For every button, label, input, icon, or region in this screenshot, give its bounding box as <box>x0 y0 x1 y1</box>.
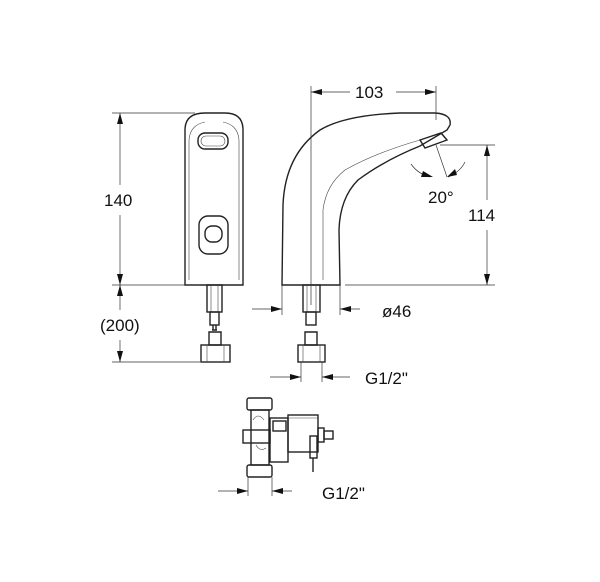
arrowhead <box>322 374 333 380</box>
supply-length-label: (200) <box>100 316 140 335</box>
valve-view <box>242 397 334 478</box>
solenoid-block-detail <box>272 420 287 432</box>
valve-bottom-nut <box>246 464 273 478</box>
reach-dimension-label: 103 <box>355 83 383 102</box>
valve-body <box>250 409 270 466</box>
faucet-side-body <box>281 112 451 286</box>
angle-reference-line <box>435 144 448 178</box>
front-dimensions: 140 (200) <box>100 112 200 363</box>
supply-pipe-narrow <box>209 311 220 326</box>
arrowhead <box>340 306 351 312</box>
arrowhead <box>117 274 123 285</box>
sensor-window <box>198 215 229 255</box>
height-dimension-label: 140 <box>104 191 132 210</box>
arrowhead <box>271 306 282 312</box>
side-body-contour <box>322 139 421 280</box>
side-supply-pipe-narrow <box>305 311 317 326</box>
arrowhead <box>117 285 123 296</box>
spout-nozzle <box>418 132 449 149</box>
side-hose-fitting <box>304 331 318 346</box>
solenoid-box <box>287 414 319 453</box>
arrowhead <box>272 488 283 494</box>
valve-dimensions: G1/2" <box>218 477 365 503</box>
valve-top-nut <box>246 397 273 411</box>
side-dimensions: 103 114 20° ø46 G1/2" <box>252 83 495 388</box>
valve-pin <box>309 435 318 459</box>
hose-fitting <box>208 325 222 346</box>
side-view <box>281 112 451 363</box>
base-diameter-label: ø46 <box>382 302 411 321</box>
supply-pipe <box>206 284 223 313</box>
side-hose-nut <box>297 344 326 363</box>
valve-knob <box>323 430 334 440</box>
side-thread-label: G1/2" <box>365 369 408 388</box>
arrowhead <box>117 113 123 124</box>
arrowhead <box>447 169 457 177</box>
aerator-outlet <box>197 132 229 150</box>
arrowhead <box>237 488 248 494</box>
valve-body-detail <box>252 415 267 450</box>
arrowhead <box>484 145 490 156</box>
arrowhead <box>311 89 322 95</box>
side-supply-pipe <box>302 284 321 313</box>
outlet-height-label: 114 <box>468 206 495 225</box>
valve-side-stub <box>242 429 271 444</box>
front-body-contour <box>188 121 240 280</box>
arrowhead <box>117 351 123 362</box>
faucet-front-body <box>184 112 244 286</box>
arrowhead <box>484 274 490 285</box>
aerator-inner <box>200 135 226 147</box>
valve-thread-label: G1/2" <box>322 484 365 503</box>
valve-knob-base <box>317 427 325 443</box>
hose-nut <box>200 344 231 363</box>
sensor-lens <box>204 225 223 243</box>
arrowhead <box>290 374 301 380</box>
arrowhead <box>421 171 433 177</box>
angle-label: 20° <box>428 188 454 207</box>
front-view <box>184 112 244 363</box>
arrowhead <box>425 89 436 95</box>
